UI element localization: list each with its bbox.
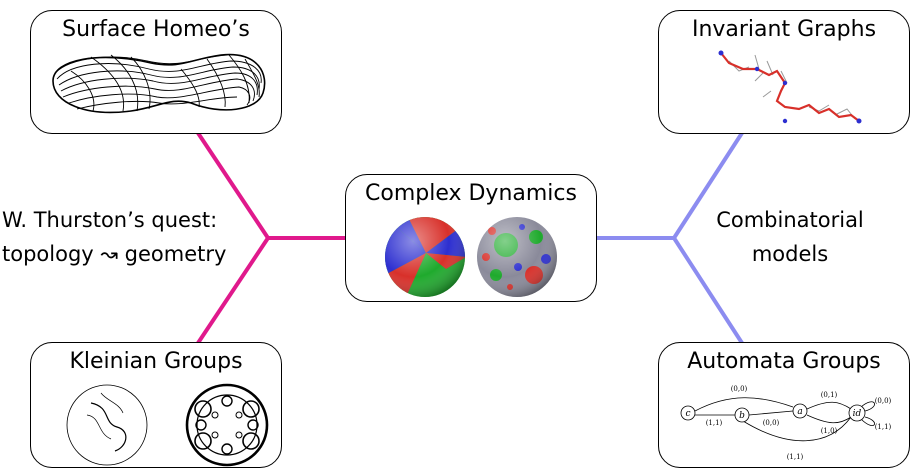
state-c [680, 405, 696, 421]
left-connector [196, 131, 345, 345]
invariant-graphs-title: Invariant Graphs [691, 17, 877, 42]
combinatorial-models-line1: Combinatorial [716, 208, 864, 232]
right-connector [597, 131, 744, 345]
surface-homeo-box: Surface Homeo’s [30, 10, 282, 134]
edge-label-id-loop-bottom: (1,1) [875, 423, 892, 431]
complex-dynamics-title: Complex Dynamics [365, 181, 577, 206]
thurston-quest-line2: topology ↝ geometry [2, 242, 227, 266]
edge-label-id-loop-top: (0,0) [875, 397, 892, 405]
edge-label-b-id: (1,1) [787, 453, 804, 461]
sphere-one [385, 217, 465, 297]
state-b [734, 407, 750, 423]
edge-label-c-a: (0,0) [731, 385, 748, 393]
complex-dynamics-box: Complex Dynamics [345, 174, 597, 302]
surface-image [52, 53, 266, 114]
kleinian-groups-title: Kleinian Groups [69, 349, 243, 374]
edge-label-b-a: (0,0) [763, 419, 780, 427]
automata-groups-title: Automata Groups [687, 349, 881, 374]
combinatorial-models-line2: models [751, 242, 829, 266]
thurston-quest-label: W. Thurston’s quest: topology ↝ geometry [2, 203, 254, 271]
state-id-label: id [853, 409, 862, 419]
state-c-label: c [685, 409, 690, 419]
invariant-graphs-box: Invariant Graphs [658, 10, 910, 134]
state-id [848, 404, 866, 422]
state-a-label: a [797, 407, 802, 417]
thurston-quest-line1: W. Thurston’s quest: [2, 208, 218, 232]
invariant-graph-image [718, 50, 862, 124]
complex-spheres-image [385, 217, 557, 297]
edge-label-c-b: (1,1) [706, 419, 723, 427]
automata-groups-box: Automata Groups c b a id (0,0) (1,1) [658, 342, 910, 468]
invariant-graph-path [720, 52, 860, 122]
surface-homeo-title: Surface Homeo’s [62, 17, 250, 42]
kleinian-image [66, 383, 269, 467]
kleinian-groups-box: Kleinian Groups [30, 342, 282, 468]
combinatorial-models-label: Combinatorial models [690, 203, 890, 271]
automaton-diagram: c b a id (0,0) (1,1) (0,0) (0,1) (1,0) (… [680, 385, 892, 461]
state-a [792, 403, 808, 419]
sphere-two [477, 217, 557, 297]
edge-label-a-id-top: (0,1) [821, 391, 838, 399]
edge-label-a-id-bottom: (1,0) [821, 427, 838, 435]
state-b-label: b [739, 411, 745, 421]
